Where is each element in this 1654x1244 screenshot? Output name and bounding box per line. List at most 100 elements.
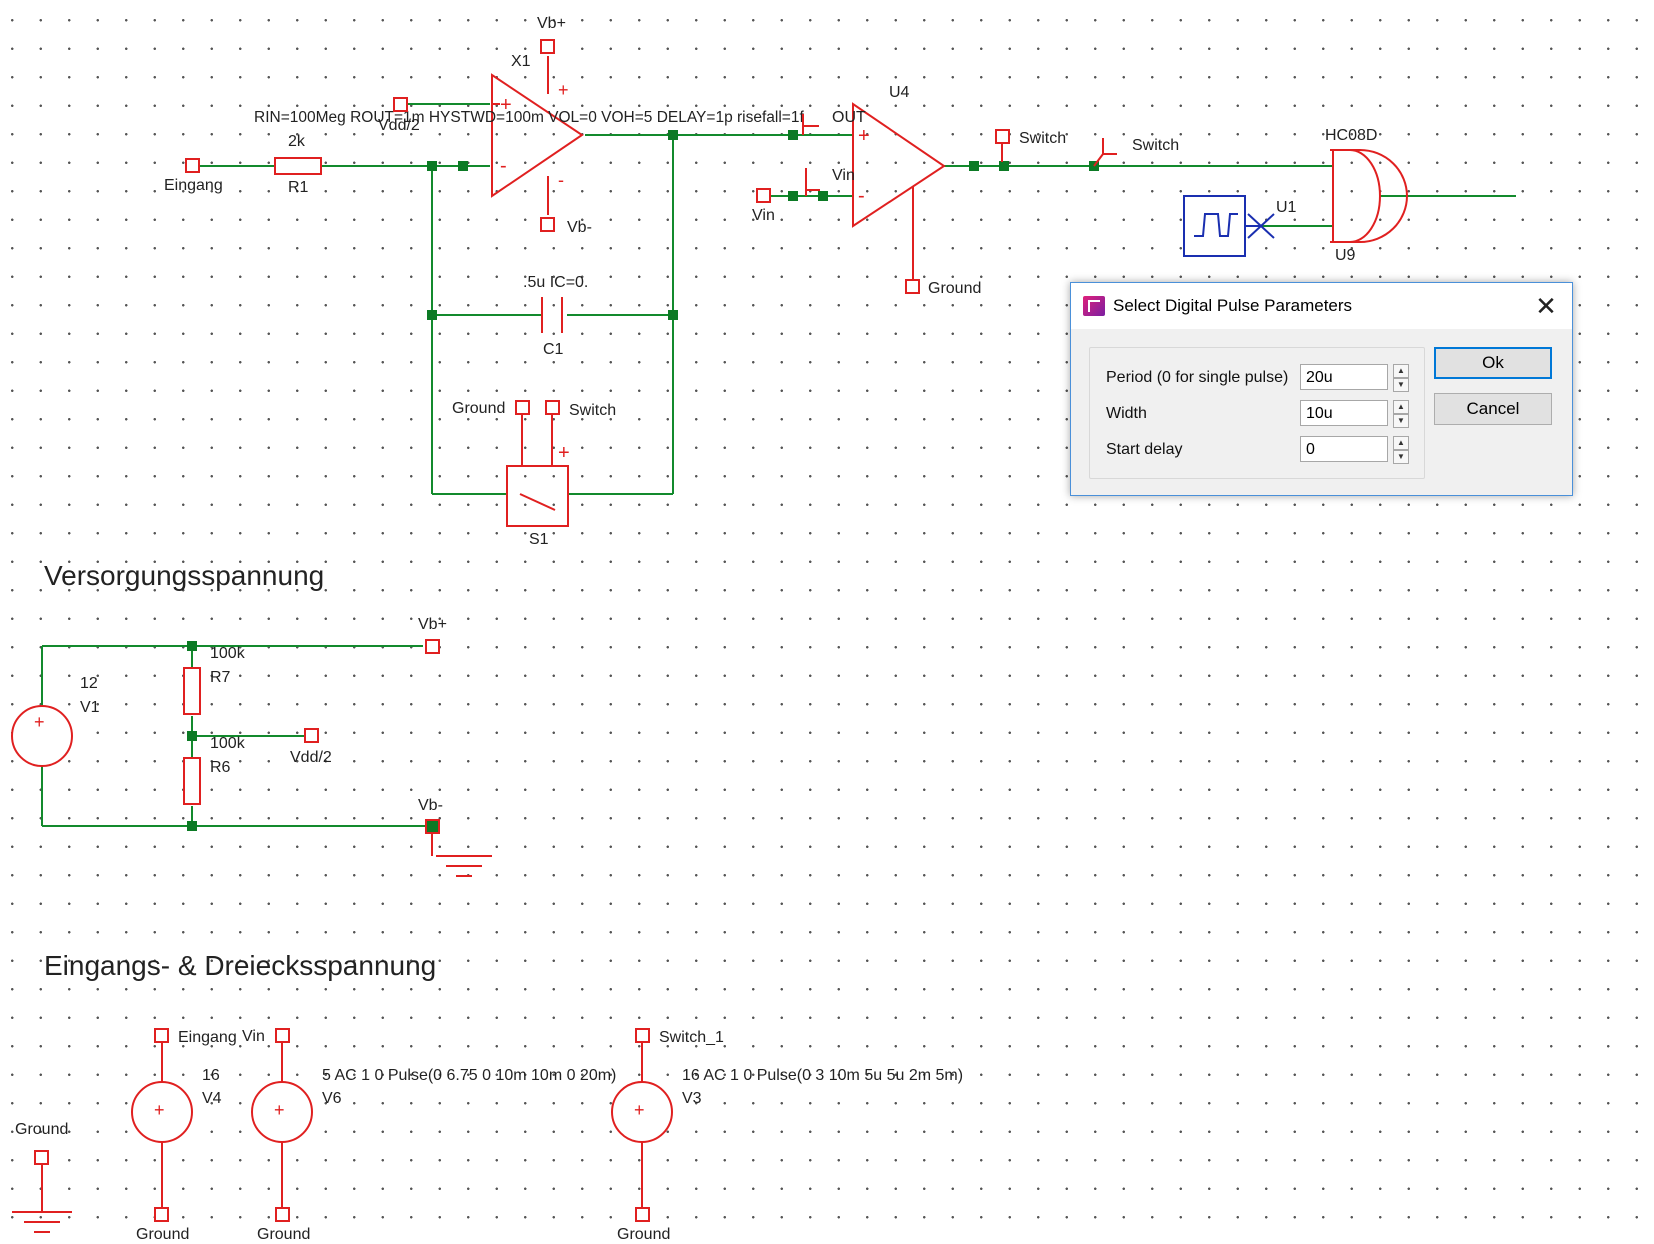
ok-button[interactable]: Ok (1434, 347, 1552, 379)
dialog-titlebar[interactable]: Select Digital Pulse Parameters ✕ (1071, 283, 1572, 329)
start-delay-row: Start delay 0 ▲ ▼ (1106, 436, 1416, 464)
s1-switch-terminal[interactable] (545, 400, 560, 415)
s1-ground-terminal[interactable] (515, 400, 530, 415)
cancel-button[interactable]: Cancel (1434, 393, 1552, 425)
supply-vdd2-label: Vdd/2 (290, 749, 332, 766)
svg-text:-: - (558, 170, 564, 190)
switch-terminal[interactable] (995, 129, 1010, 144)
supply-vbplus-terminal[interactable] (425, 639, 440, 654)
eingang-label: Eingang (164, 177, 223, 194)
comparator-u4[interactable]: + - (852, 102, 946, 280)
vbminus-label: Vb- (567, 219, 592, 236)
voltage-source-v6[interactable]: + (251, 1042, 313, 1208)
start-delay-input[interactable]: 0 (1300, 436, 1388, 462)
width-input[interactable]: 10u (1300, 400, 1388, 426)
s1-switch-label: Switch (569, 402, 616, 419)
voltage-source-v4[interactable]: + (131, 1042, 193, 1208)
out-flag (802, 114, 819, 135)
section-supply-heading: Versorgungsspannung (44, 560, 324, 591)
switch-terminal-label: Switch (1019, 130, 1066, 147)
spin-up-icon[interactable]: ▲ (1393, 364, 1409, 378)
r7-name: R7 (210, 669, 231, 686)
spin-up-icon[interactable]: ▲ (1393, 436, 1409, 450)
vdd2-terminal[interactable] (393, 97, 408, 112)
opamp-x1[interactable]: + - + - (491, 56, 584, 215)
v6-vin-terminal[interactable] (275, 1028, 290, 1043)
v6-ground-terminal[interactable] (275, 1207, 290, 1222)
vin-terminal[interactable] (756, 188, 771, 203)
spin-down-icon[interactable]: ▼ (1393, 378, 1409, 392)
voltage-source-v1[interactable]: + (11, 705, 73, 767)
ground-ref-symbol (12, 1164, 72, 1233)
eingang-terminal[interactable] (185, 158, 200, 173)
v6-ground-label: Ground (257, 1226, 310, 1243)
supply-vbminus-label: Vb- (418, 797, 443, 814)
ground-ref-terminal[interactable] (34, 1150, 49, 1165)
r1-value: 2k (288, 133, 306, 150)
supply-vbplus-label: Vb+ (418, 616, 447, 633)
spin-down-icon[interactable]: ▼ (1393, 414, 1409, 428)
vbplus-label: Vb+ (537, 15, 566, 32)
width-spinner[interactable]: ▲ ▼ (1393, 400, 1409, 428)
switch-s1[interactable]: + (506, 414, 570, 527)
capacitor-c1[interactable] (541, 297, 563, 333)
width-label: Width (1106, 405, 1147, 422)
u4-ground-terminal[interactable] (905, 279, 920, 294)
resistor-r6[interactable] (183, 757, 201, 805)
v4-eingang-terminal[interactable] (154, 1028, 169, 1043)
svg-text:+: + (274, 1100, 285, 1120)
and-gate-u9[interactable] (1330, 149, 1408, 243)
v1-name: V1 (80, 699, 100, 716)
v3-ground-terminal[interactable] (635, 1207, 650, 1222)
vbminus-terminal[interactable] (540, 217, 555, 232)
v6-params: 5 AC 1 0 Pulse(0 6.75 0 10m 10m 0 20m) (322, 1067, 616, 1084)
hc08d-label: HC08D (1325, 127, 1377, 144)
svg-text:+: + (558, 80, 569, 100)
period-spinner[interactable]: ▲ ▼ (1393, 364, 1409, 392)
supply-vdd2-terminal[interactable] (304, 728, 319, 743)
junction-dots (187, 130, 1099, 832)
v3-ground-label: Ground (617, 1226, 670, 1243)
u4-ground-label: Ground (928, 280, 981, 297)
vin-label: Vin (752, 207, 775, 224)
s1-ground-label: Ground (452, 400, 505, 417)
close-icon[interactable]: ✕ (1535, 291, 1557, 321)
v4-eingang-label: Eingang (178, 1029, 237, 1046)
opamp-name: X1 (511, 53, 531, 70)
start-delay-spinner[interactable]: ▲ ▼ (1393, 436, 1409, 464)
dialog-title: Select Digital Pulse Parameters (1113, 296, 1353, 315)
resistor-r7[interactable] (183, 667, 201, 715)
r1-name: R1 (288, 179, 309, 196)
ground-ref-label: Ground (15, 1121, 68, 1138)
digital-pulse-dialog[interactable]: Select Digital Pulse Parameters ✕ Period… (1070, 282, 1573, 496)
start-delay-label: Start delay (1106, 441, 1183, 458)
supply-ground-symbol (431, 833, 492, 877)
v6-vin-label: Vin (242, 1028, 265, 1045)
u9-name: U9 (1335, 247, 1356, 264)
spin-down-icon[interactable]: ▼ (1393, 450, 1409, 464)
period-label: Period (0 for single pulse) (1106, 369, 1289, 386)
v4-ground-label: Ground (136, 1226, 189, 1243)
s1-name: S1 (529, 531, 549, 548)
vbplus-terminal[interactable] (540, 39, 555, 54)
svg-text:-: - (500, 155, 507, 177)
voltage-source-v3[interactable]: + (611, 1042, 673, 1208)
v4-value: 16 (202, 1067, 220, 1084)
v4-name: V4 (202, 1090, 222, 1107)
c1-value: .5u IC=0. (523, 274, 588, 291)
resistor-r1[interactable] (274, 157, 322, 175)
section-input-heading: Eingangs- & Dreiecksspannung (44, 950, 436, 981)
v3-name: V3 (682, 1090, 702, 1107)
svg-text:+: + (34, 712, 45, 732)
parameters-group: Period (0 for single pulse) 20u ▲ ▼ Widt… (1089, 347, 1425, 479)
pulse-source-u1[interactable] (1183, 195, 1275, 257)
v4-ground-terminal[interactable] (154, 1207, 169, 1222)
v3-switch1-terminal[interactable] (635, 1028, 650, 1043)
period-input[interactable]: 20u (1300, 364, 1388, 390)
vin-flag (805, 168, 820, 196)
r6-name: R6 (210, 759, 231, 776)
v1-value: 12 (80, 675, 98, 692)
spin-up-icon[interactable]: ▲ (1393, 400, 1409, 414)
r6-value: 100k (210, 735, 246, 752)
